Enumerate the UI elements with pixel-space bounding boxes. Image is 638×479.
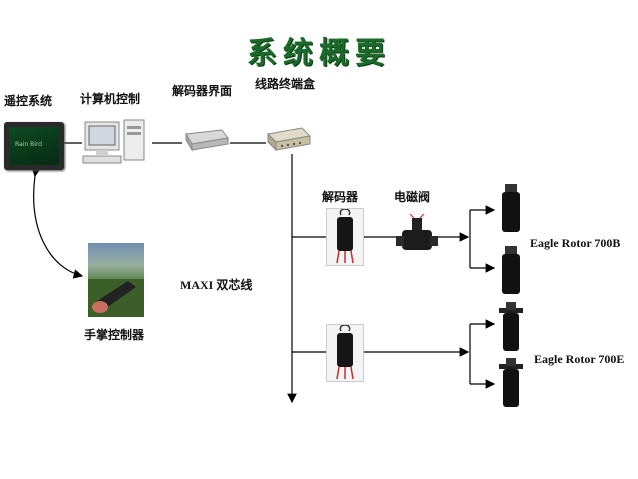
remote-monitor-icon: Rain Bird — [4, 122, 64, 170]
decoder-label: 解码器 — [322, 190, 359, 204]
rotor-sprinkler-icon — [499, 302, 523, 351]
diagram-title: 系统概要 — [247, 36, 391, 71]
rotor-700e-label: Eagle Rotor 700E — [534, 352, 625, 366]
handheld-controller-icon — [88, 243, 144, 317]
rotor-sprinkler-icon — [502, 246, 520, 294]
decoder-icon — [326, 208, 364, 266]
decoder-interface-icon — [185, 129, 229, 152]
terminal-box-label: 线路终端盒 — [255, 77, 316, 91]
maxi-cable-label: MAXI 双芯线 — [180, 278, 253, 292]
solenoid-label: 电磁阀 — [394, 190, 431, 204]
rotor-sprinkler-icon — [499, 358, 523, 407]
computer-label: 计算机控制 — [80, 92, 141, 106]
remote-label: 遥控系统 — [4, 94, 53, 108]
handheld-label: 手掌控制器 — [84, 328, 145, 342]
link-remote-handheld — [31, 167, 84, 279]
decoder-icon — [326, 324, 364, 382]
computer-icon — [82, 119, 145, 164]
terminal-box-icon — [266, 127, 312, 152]
rotor-sprinkler-icon — [502, 184, 520, 232]
decoder-interface-label: 解码器界面 — [172, 84, 233, 98]
rotor-700b-label: Eagle Rotor 700B — [530, 236, 621, 250]
solenoid-valve-icon — [396, 214, 438, 250]
